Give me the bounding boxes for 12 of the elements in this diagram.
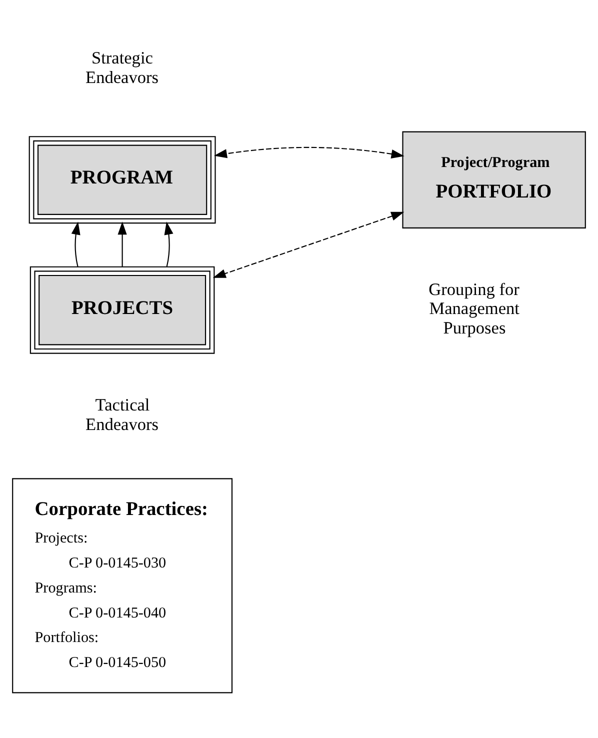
arrow [118, 222, 127, 267]
node-box: PROGRAM [28, 136, 216, 224]
arrow [164, 222, 174, 267]
node-label: Tactical Endeavors [86, 395, 159, 434]
node-box: Corporate Practices: Projects: C-P 0-0145-030 Programs: C-P 0-0145-040 Portfolios: C-P 0-0145-050 [12, 478, 233, 694]
node-box: Project/Program PORTFOLIO [402, 131, 586, 228]
node-box: PROJECTS [30, 266, 215, 354]
arrow [214, 146, 404, 158]
node-label: Grouping for Management Purposes [428, 280, 520, 338]
arrow [212, 212, 404, 278]
node-label: Strategic Endeavors [86, 48, 159, 87]
arrow [71, 222, 80, 267]
